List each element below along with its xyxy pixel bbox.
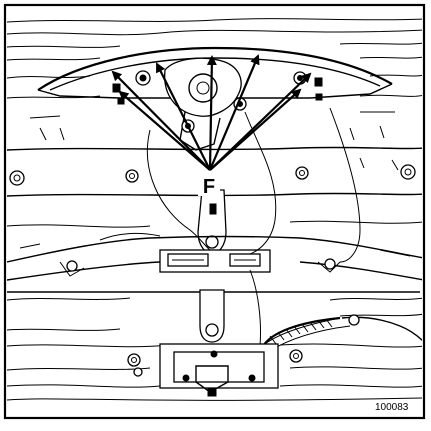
wiper-motor-assembly xyxy=(135,57,307,151)
callout-arrow-4 xyxy=(208,54,260,171)
connector-block xyxy=(159,249,271,273)
callout-arrow-2 xyxy=(156,62,211,171)
body-contour-lines xyxy=(7,18,422,401)
callout-label-bg xyxy=(198,174,220,196)
cross-member xyxy=(7,111,422,197)
harness-conduit xyxy=(261,314,422,349)
callout-label: F xyxy=(203,176,215,198)
callout-arrow-6 xyxy=(118,90,211,171)
callout-arrow-1 xyxy=(111,70,211,171)
callout-arrow-7 xyxy=(209,88,302,171)
latch-stalk xyxy=(197,189,227,255)
callout-arrows xyxy=(111,54,312,171)
callout-arrow-3 xyxy=(206,55,217,171)
tailgate-lock xyxy=(127,289,303,397)
figure-reference: 100083 xyxy=(375,402,409,413)
lower-body-panel xyxy=(7,235,422,293)
